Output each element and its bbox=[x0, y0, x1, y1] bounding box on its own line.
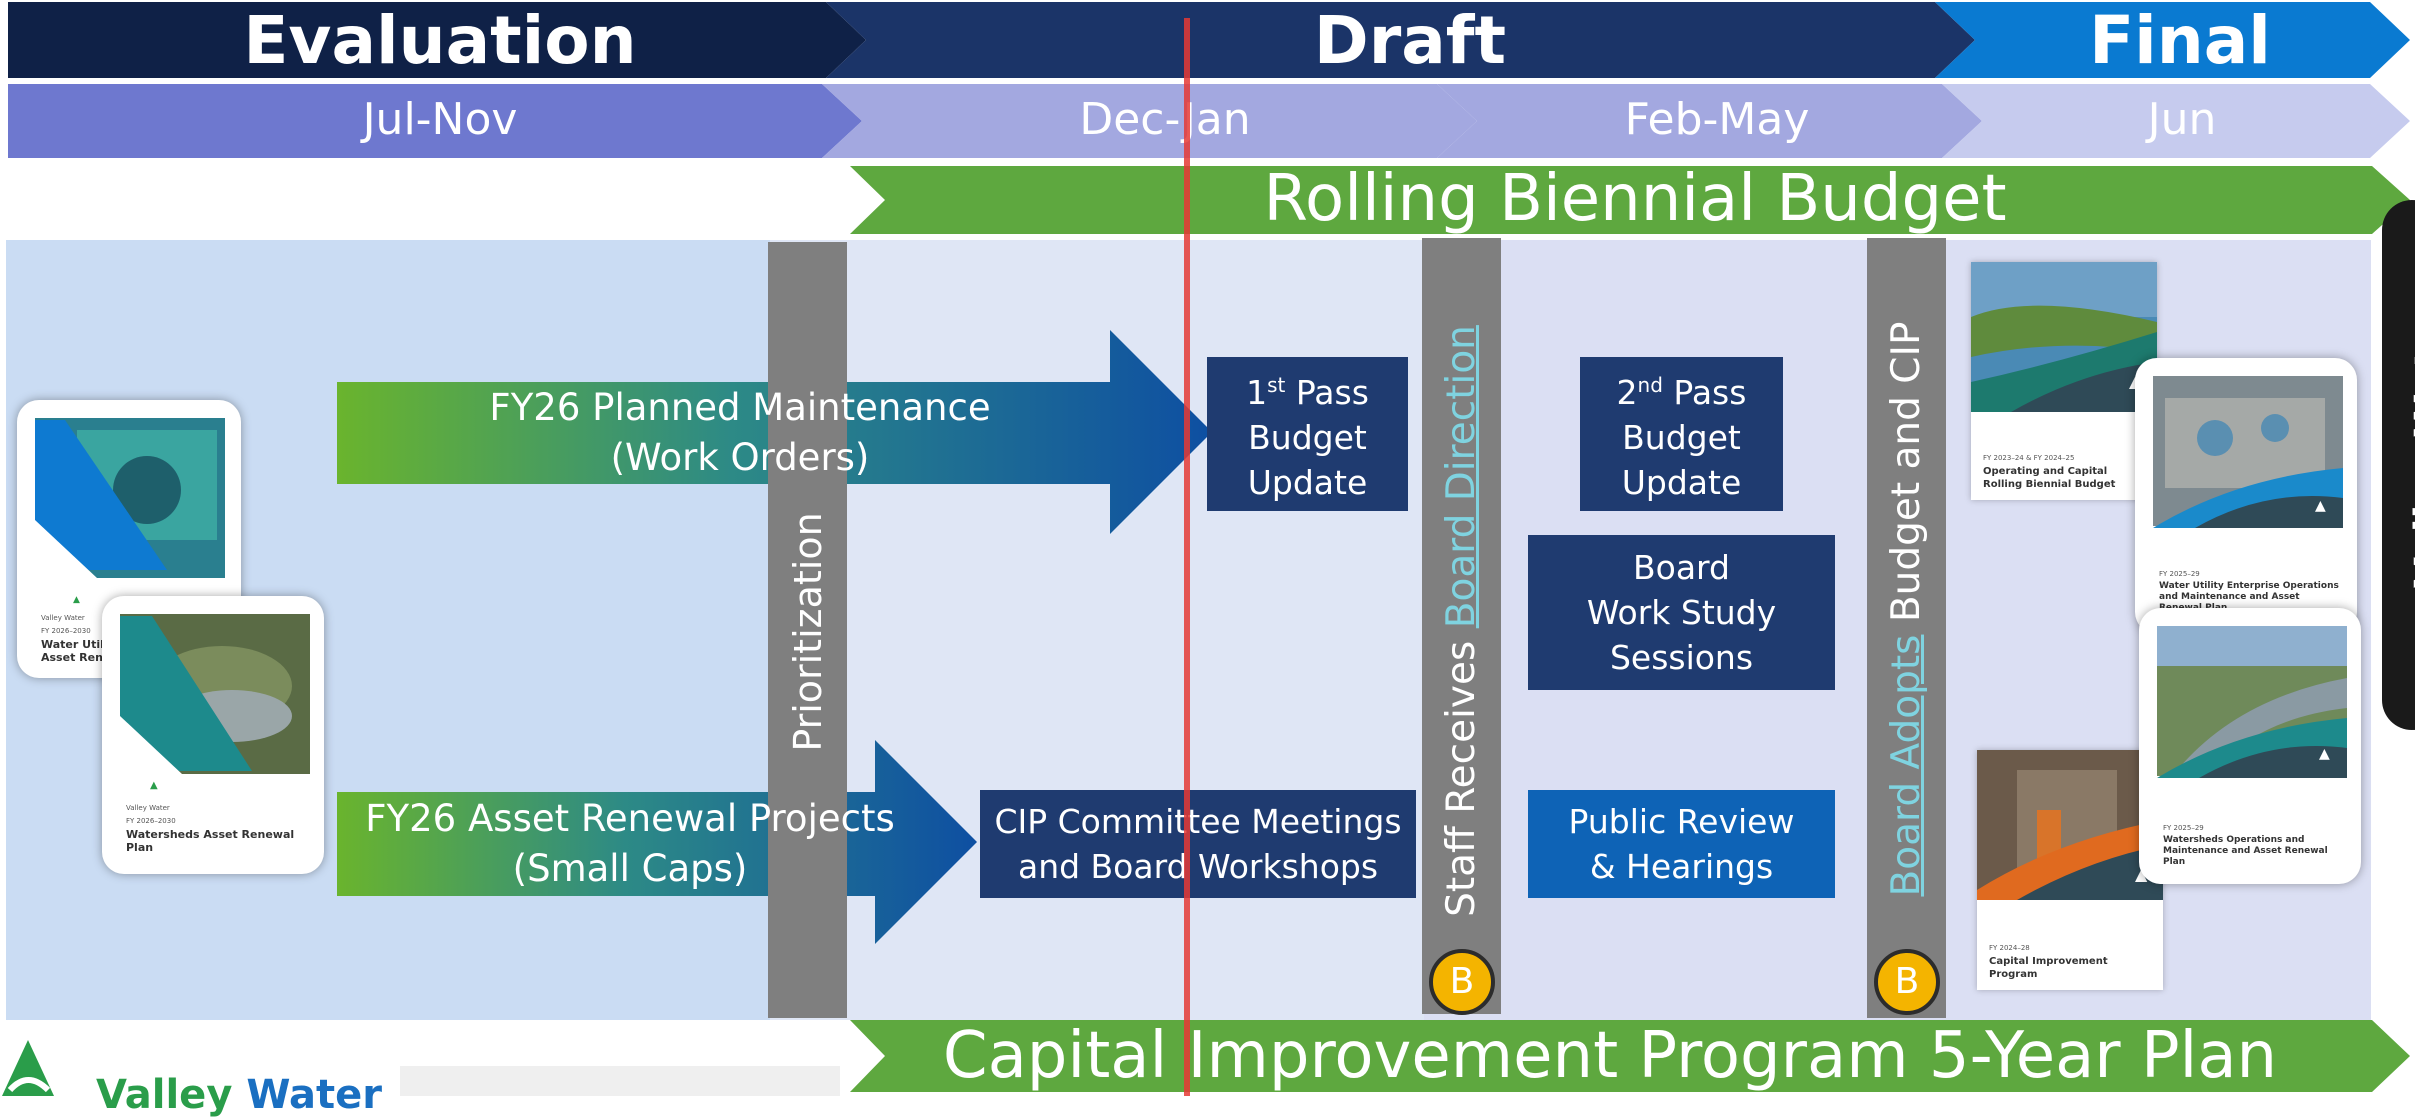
staff-receives-text: Staff Receives bbox=[1439, 628, 1484, 917]
public-review-line2: & Hearings bbox=[1589, 847, 1774, 886]
doc-title: Operating and Capital Rolling Biennial B… bbox=[1983, 466, 2116, 490]
banner-label-cip: Capital Improvement Program 5-Year Plan bbox=[942, 1019, 2278, 1093]
arrow-label-line1: FY26 Asset Renewal Projects bbox=[365, 797, 895, 840]
cip-committee-line2: and Board Workshops bbox=[1017, 847, 1379, 886]
arrow-label-asset-renewal: FY26 Asset Renewal Projects (Small Caps) bbox=[350, 794, 910, 894]
phase-chevron-draft bbox=[826, 2, 1975, 78]
phase-chevron-final bbox=[1935, 2, 2410, 78]
svg-text:▲: ▲ bbox=[73, 595, 80, 605]
period-label-dec-jan: Dec-Jan bbox=[1079, 94, 1251, 145]
public-review-hearings: Public Review & Hearings bbox=[1528, 790, 1835, 898]
pass-word: Pass bbox=[1662, 373, 1747, 412]
board-work-study-sessions: Board Work Study Sessions bbox=[1528, 535, 1835, 690]
arrow-label-line2: (Work Orders) bbox=[610, 436, 870, 479]
first-pass-line3: Update bbox=[1247, 463, 1368, 502]
first-pass-line2: Budget bbox=[1248, 418, 1367, 457]
doc-capital-improvement-program: ▲ FY 2024–28 Capital Improvement Program bbox=[1977, 750, 2163, 990]
ordinal-suffix: nd bbox=[1637, 373, 1663, 397]
doc-brand: Valley Water bbox=[126, 804, 170, 812]
svg-text:▲: ▲ bbox=[2319, 746, 2330, 762]
doc-cover-art: ▲ bbox=[120, 614, 310, 791]
doc-cover-art: ▲ bbox=[1971, 262, 2157, 412]
svg-text:▲: ▲ bbox=[2315, 498, 2326, 514]
arrow-label-planned-maintenance: FY26 Planned Maintenance (Work Orders) bbox=[430, 383, 1050, 483]
period-chevron-jul-nov bbox=[8, 84, 862, 158]
period-label-jun: Jun bbox=[2147, 94, 2217, 145]
banner-cip bbox=[850, 1020, 2410, 1092]
work-study-line2: Work Study bbox=[1586, 593, 1777, 632]
doc-wue-om-asset-renewal-plan: ▲ FY 2025–29 Water Utility Enterprise Op… bbox=[2135, 358, 2357, 634]
board-adopts-bar bbox=[1867, 238, 1946, 1018]
doc-watersheds-asset-renewal-plan: ▲ Valley Water FY 2026–2030 Watersheds A… bbox=[102, 596, 324, 874]
second-pass-budget-update: 2nd Pass Budget Update bbox=[1580, 357, 1783, 511]
valley-water-logo-text: Valley Water bbox=[96, 1072, 382, 1118]
edge-tab-text: Valley Water bbox=[2407, 302, 2415, 588]
doc-caption: FY 2024–28 Capital Improvement Program bbox=[1989, 942, 2153, 981]
doc-year: FY 2026–2030 bbox=[126, 817, 176, 825]
logo-part2: Water bbox=[246, 1072, 382, 1118]
board-adopts-label: Board Adopts Budget and CIP bbox=[1872, 309, 1942, 909]
doc-year: FY 2026–2030 bbox=[41, 627, 91, 635]
logo-part1: Valley bbox=[96, 1072, 247, 1118]
board-badge-direction: B bbox=[1429, 949, 1495, 1015]
first-pass-line1: 1st Pass bbox=[1246, 363, 1369, 415]
doc-title: Watersheds Asset Renewal Plan bbox=[126, 828, 295, 854]
doc-watersheds-om-asset-renewal-plan: ▲ FY 2025–29 Watersheds Operations and M… bbox=[2139, 608, 2361, 884]
period-chevron-jun bbox=[1942, 84, 2410, 158]
banner-rolling-budget bbox=[850, 166, 2410, 234]
board-badge-adopts: B bbox=[1874, 949, 1940, 1015]
svg-text:▲: ▲ bbox=[150, 780, 158, 791]
first-pass-budget-update: 1st Pass Budget Update bbox=[1207, 357, 1408, 511]
doc-cover-art: ▲ bbox=[35, 418, 225, 605]
doc-caption: Valley Water FY 2026–2030 Watersheds Ass… bbox=[126, 802, 310, 854]
period-label-jul-nov: Jul-Nov bbox=[362, 94, 518, 145]
prioritization-bar bbox=[768, 242, 847, 1018]
pass-word: Pass bbox=[1285, 373, 1369, 412]
doc-year: FY 2023–24 & FY 2024–25 bbox=[1983, 454, 2075, 462]
doc-title: Watersheds Operations and Maintenance an… bbox=[2163, 835, 2328, 867]
arrow-label-line2: (Small Caps) bbox=[512, 847, 748, 890]
board-direction-bar bbox=[1422, 238, 1501, 1014]
work-study-line1: Board bbox=[1633, 548, 1730, 587]
doc-cover-art: ▲ bbox=[2153, 376, 2343, 528]
period-chevron-feb-may bbox=[1437, 84, 1982, 158]
doc-cover-art: ▲ bbox=[2157, 626, 2347, 778]
work-study-line3: Sessions bbox=[1609, 638, 1754, 677]
logo-wave bbox=[7, 1077, 51, 1093]
doc-rolling-biennial-budget: ▲ FY 2023–24 & FY 2024–25 Operating and … bbox=[1971, 262, 2157, 500]
second-pass-line3: Update bbox=[1621, 463, 1742, 502]
staff-receives-label: Staff Receives Board Direction bbox=[1427, 321, 1497, 921]
doc-year: FY 2024–28 bbox=[1989, 944, 2030, 952]
doc-year: FY 2025–29 bbox=[2159, 570, 2200, 578]
ordinal-number: 2 bbox=[1616, 373, 1638, 412]
period-label-feb-may: Feb-May bbox=[1624, 94, 1810, 145]
ordinal-suffix: st bbox=[1267, 373, 1286, 397]
doc-caption: FY 2025–29 Watersheds Operations and Mai… bbox=[2163, 822, 2347, 868]
banner-label-rolling-budget: Rolling Biennial Budget bbox=[1263, 162, 2007, 236]
prioritization-label: Prioritization bbox=[786, 512, 830, 752]
doc-caption: FY 2023–24 & FY 2024–25 Operating and Ca… bbox=[1983, 452, 2147, 491]
cip-committee-meetings: CIP Committee Meetings and Board Worksho… bbox=[980, 790, 1416, 898]
second-pass-line1: 2nd Pass bbox=[1617, 363, 1747, 415]
phase-label-draft: Draft bbox=[1313, 2, 1507, 79]
period-chevron-dec-jan bbox=[822, 84, 1477, 158]
budget-and-cip-text: Budget and CIP bbox=[1884, 321, 1929, 635]
public-review-line1: Public Review bbox=[1568, 802, 1795, 841]
ordinal-number: 1 bbox=[1246, 373, 1268, 412]
doc-brand: Valley Water bbox=[41, 614, 85, 622]
edge-tab bbox=[2382, 200, 2415, 730]
board-adopts-text: Board Adopts bbox=[1884, 634, 1929, 897]
phase-label-evaluation: Evaluation bbox=[243, 2, 637, 79]
doc-cover-art: ▲ bbox=[1977, 750, 2163, 900]
arrow-label-line1: FY26 Planned Maintenance bbox=[489, 386, 991, 429]
doc-year: FY 2025–29 bbox=[2163, 824, 2204, 832]
second-pass-line2: Budget bbox=[1622, 418, 1741, 457]
phase-chevron-evaluation bbox=[8, 2, 866, 78]
hatched-strip bbox=[400, 1066, 840, 1096]
board-direction-text: Board Direction bbox=[1439, 325, 1484, 629]
cip-committee-line1: CIP Committee Meetings bbox=[994, 802, 1402, 841]
timeline-marker-line[interactable] bbox=[1184, 18, 1190, 1096]
phase-label-final: Final bbox=[2089, 2, 2271, 79]
doc-title: Capital Improvement Program bbox=[1989, 956, 2108, 980]
